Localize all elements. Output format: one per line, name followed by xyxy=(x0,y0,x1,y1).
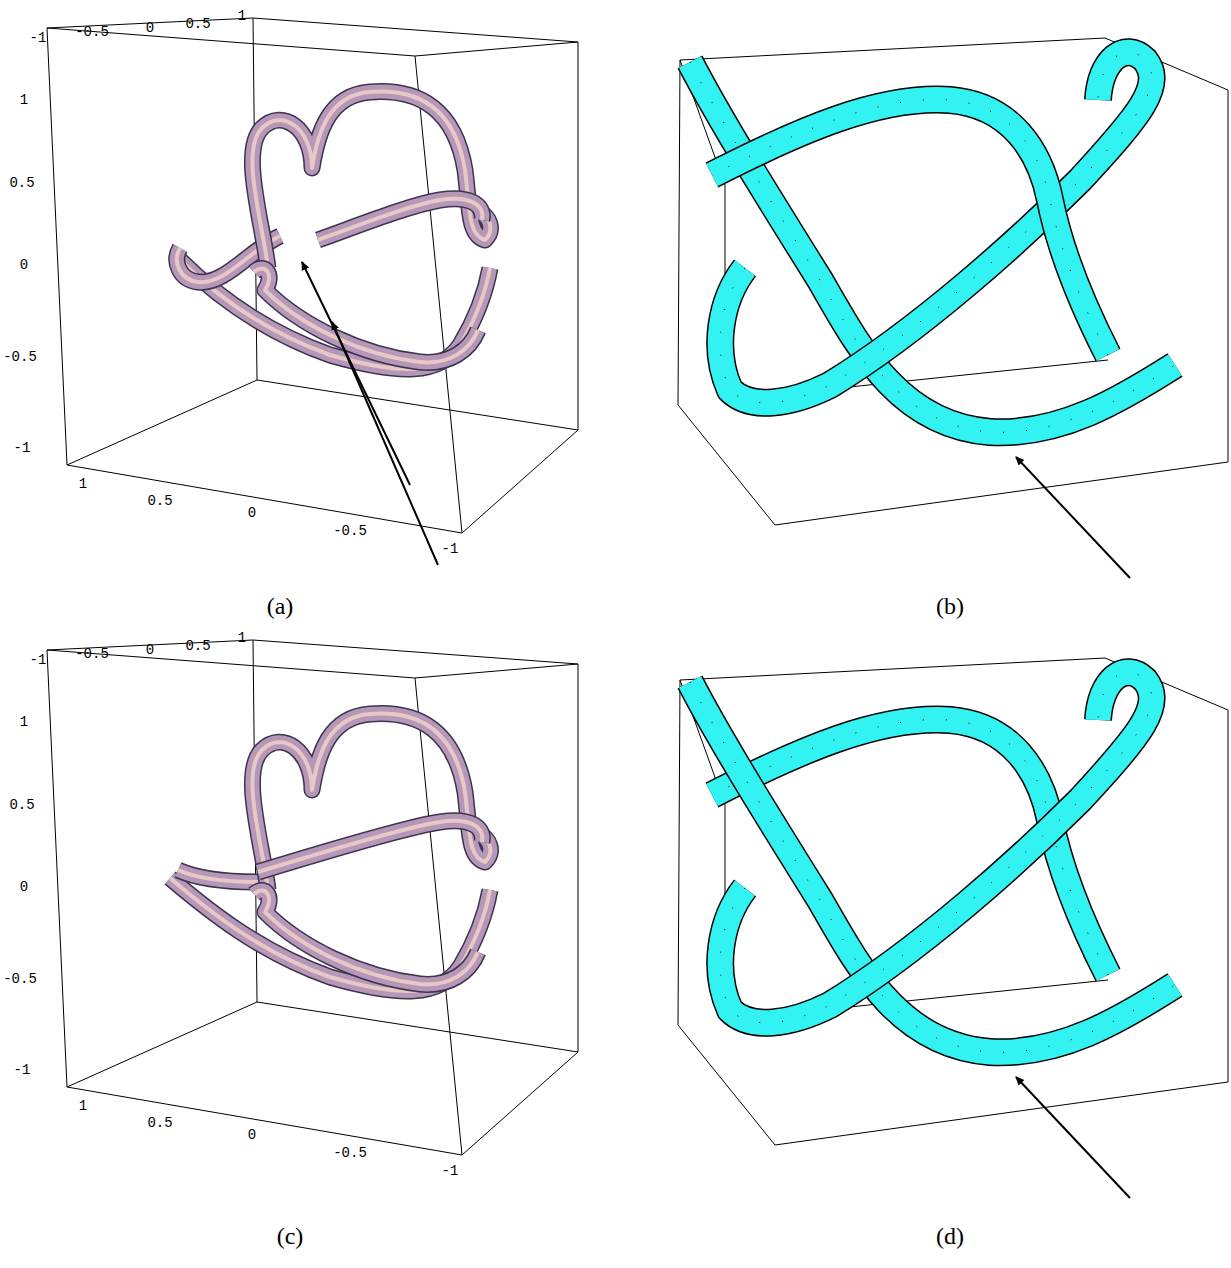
knot-tube xyxy=(690,672,1175,1052)
axis-tick-label: -1 xyxy=(442,541,459,557)
axis-tick-label: 0 xyxy=(20,257,28,273)
axis-tick-label: -0.5 xyxy=(3,349,37,365)
axis-tick-label: -1 xyxy=(442,1163,459,1179)
axis-tick-label: 0.5 xyxy=(185,16,210,32)
knot-tube xyxy=(690,52,1175,432)
pointer-arrow xyxy=(332,322,438,565)
bounding-box xyxy=(678,38,1228,525)
pointer-arrow xyxy=(1016,457,1130,578)
pointer-arrow xyxy=(1016,1077,1130,1198)
axis-tick-label: 1 xyxy=(79,476,87,492)
panel-label: (a) xyxy=(267,593,294,620)
axis-tick-label: -0.5 xyxy=(75,646,109,662)
axis-tick-label: 1 xyxy=(238,8,246,24)
axis-tick-label: 1 xyxy=(20,714,28,730)
axis-tick-label: 1 xyxy=(79,1098,87,1114)
bounding-box xyxy=(47,640,578,1155)
panel-label: (b) xyxy=(936,593,964,620)
axis-tick-label: 1 xyxy=(20,92,28,108)
axis-tick-label: 0 xyxy=(146,642,154,658)
axis-tick-label: 0.5 xyxy=(185,638,210,654)
knot-tube xyxy=(170,714,490,991)
axis-tick-label: -1 xyxy=(30,652,47,668)
axis-tick-label: -0.5 xyxy=(75,24,109,40)
axis-tick-label: 0 xyxy=(20,879,28,895)
bounding-box xyxy=(678,658,1228,1145)
axis-tick-label: -0.5 xyxy=(333,523,367,539)
axis-tick-label: 0.5 xyxy=(9,175,34,191)
bounding-box xyxy=(47,18,578,533)
axis-tick-label: 0 xyxy=(248,1127,256,1143)
axis-tick-label: 1 xyxy=(238,630,246,646)
axis-tick-label: -1 xyxy=(14,440,31,456)
axis-tick-label: 0.5 xyxy=(9,797,34,813)
panel-label: (c) xyxy=(277,1223,304,1250)
axis-tick-label: -1 xyxy=(30,30,47,46)
axis-tick-label: 0.5 xyxy=(147,1115,172,1131)
axis-tick-label: 0.5 xyxy=(147,493,172,509)
panel-label: (d) xyxy=(936,1223,964,1250)
axis-tick-label: 0 xyxy=(248,505,256,521)
axis-tick-label: -0.5 xyxy=(333,1145,367,1161)
axis-tick-label: 0 xyxy=(146,20,154,36)
axis-tick-label: -1 xyxy=(14,1062,31,1078)
pointer-arrow xyxy=(302,262,410,485)
axis-tick-label: -0.5 xyxy=(3,971,37,987)
